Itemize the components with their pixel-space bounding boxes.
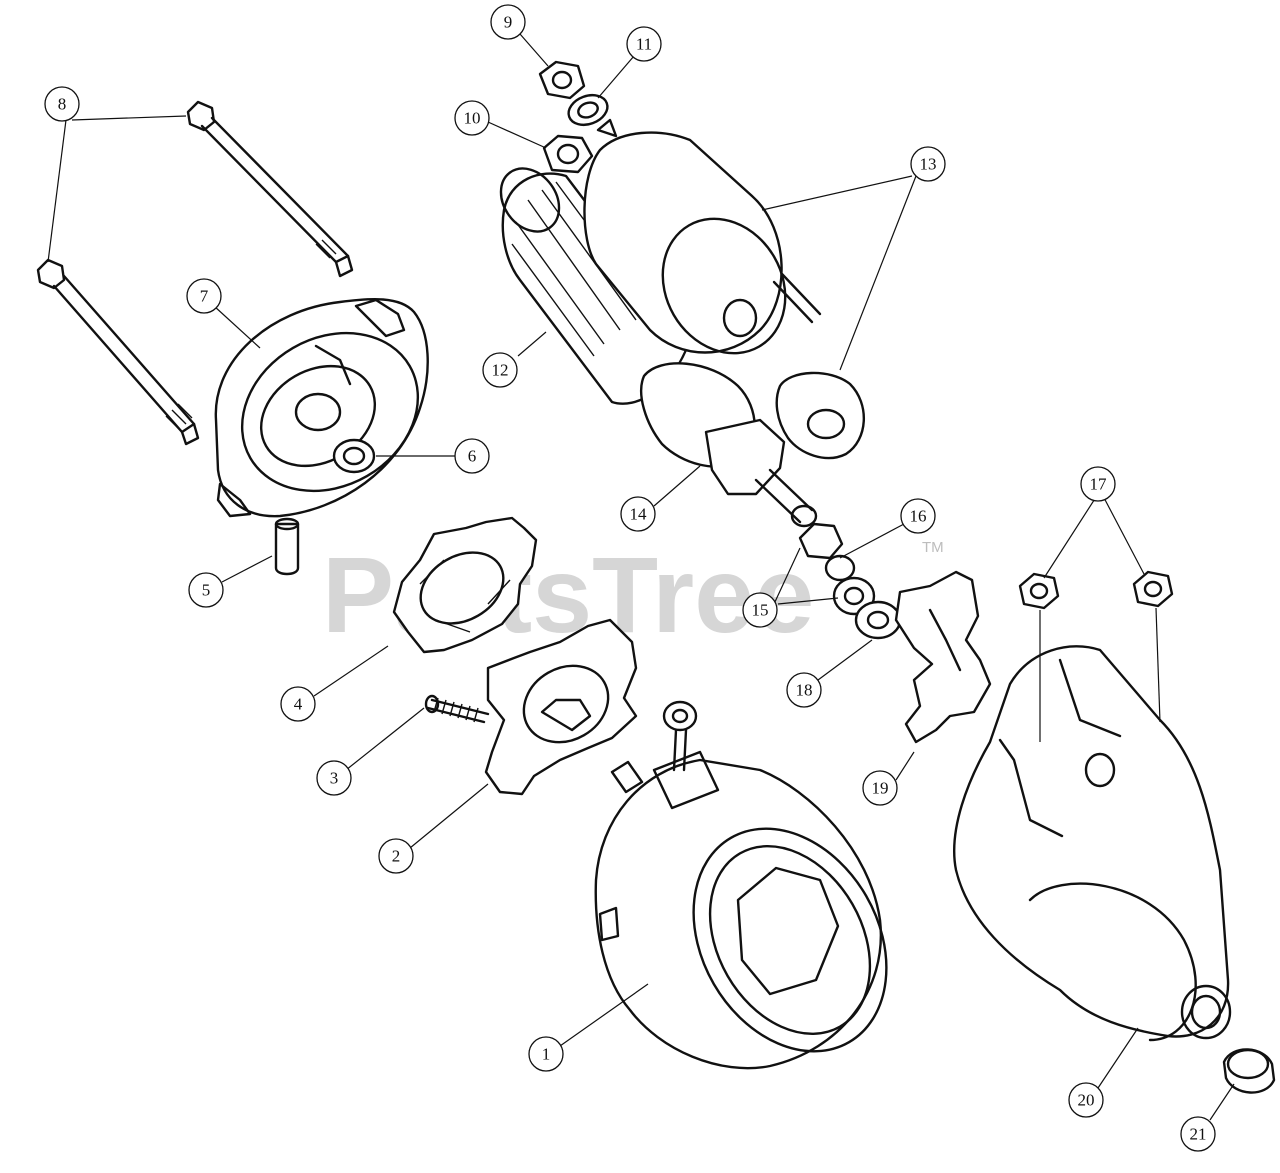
watermark-trademark: TM xyxy=(922,539,944,556)
svg-text:10: 10 xyxy=(464,109,481,128)
callout-11[interactable]: 11 xyxy=(626,26,662,62)
callout-10[interactable]: 10 xyxy=(454,100,490,136)
callout-21[interactable]: 21 xyxy=(1180,1116,1216,1152)
svg-text:14: 14 xyxy=(630,505,648,524)
svg-text:4: 4 xyxy=(294,695,303,714)
callout-9[interactable]: 9 xyxy=(490,4,526,40)
svg-text:6: 6 xyxy=(468,447,477,466)
svg-text:15: 15 xyxy=(752,601,769,620)
leader-lines xyxy=(47,33,1235,1121)
svg-text:20: 20 xyxy=(1078,1091,1095,1110)
callout-3[interactable]: 3 xyxy=(316,760,352,796)
part-7-end-cover[interactable] xyxy=(213,297,446,522)
callout-16[interactable]: 16 xyxy=(900,498,936,534)
callout-17[interactable]: 17 xyxy=(1080,466,1116,502)
callout-5[interactable]: 5 xyxy=(188,572,224,608)
callout-19[interactable]: 19 xyxy=(862,770,898,806)
svg-text:17: 17 xyxy=(1090,475,1108,494)
svg-text:8: 8 xyxy=(58,95,67,114)
callout-2[interactable]: 2 xyxy=(378,838,414,874)
svg-text:3: 3 xyxy=(330,769,339,788)
callout-1[interactable]: 1 xyxy=(528,1036,564,1072)
part-5-pin[interactable] xyxy=(274,517,300,576)
part-13-solenoid[interactable] xyxy=(583,118,865,460)
part-9-nut[interactable] xyxy=(538,60,586,100)
part-17-nuts[interactable] xyxy=(1018,570,1174,610)
svg-text:11: 11 xyxy=(636,35,652,54)
callout-15[interactable]: 15 xyxy=(742,592,778,628)
svg-text:12: 12 xyxy=(492,361,509,380)
svg-text:19: 19 xyxy=(872,779,889,798)
callout-12[interactable]: 12 xyxy=(482,352,518,388)
svg-text:13: 13 xyxy=(920,155,937,174)
part-2-brush-holder[interactable] xyxy=(484,618,638,796)
part-19-shift-lever[interactable] xyxy=(894,570,992,744)
callout-4[interactable]: 4 xyxy=(280,686,316,722)
callout-8[interactable]: 8 xyxy=(44,86,80,122)
callouts: 1 2 3 4 5 6 7 8 9 10 11 12 13 14 15 16 1… xyxy=(44,4,1216,1152)
part-3-spring[interactable] xyxy=(424,694,490,724)
svg-text:21: 21 xyxy=(1190,1125,1207,1144)
svg-text:18: 18 xyxy=(796,681,813,700)
svg-text:2: 2 xyxy=(392,847,401,866)
svg-text:7: 7 xyxy=(200,287,209,306)
svg-text:5: 5 xyxy=(202,581,211,600)
part-20-drive-housing[interactable] xyxy=(953,645,1232,1042)
part-4-brush-plate[interactable] xyxy=(392,516,538,654)
svg-text:9: 9 xyxy=(504,13,513,32)
callout-13[interactable]: 13 xyxy=(910,146,946,182)
part-10-nut[interactable] xyxy=(542,134,594,174)
callout-20[interactable]: 20 xyxy=(1068,1082,1104,1118)
part-21-bushing[interactable] xyxy=(1222,1048,1276,1094)
part-6-bushing[interactable] xyxy=(332,438,376,474)
callout-6[interactable]: 6 xyxy=(454,438,490,474)
svg-text:16: 16 xyxy=(910,507,927,526)
callout-14[interactable]: 14 xyxy=(620,496,656,532)
callout-18[interactable]: 18 xyxy=(786,672,822,708)
part-16-retaining-ring[interactable] xyxy=(824,554,856,582)
callout-7[interactable]: 7 xyxy=(186,278,222,314)
part-18-thrust-washer[interactable] xyxy=(854,600,902,640)
part-14-drive-pinion[interactable] xyxy=(640,362,818,528)
part-1-yoke-housing[interactable] xyxy=(594,700,925,1086)
svg-text:1: 1 xyxy=(542,1045,551,1064)
part-11-washer[interactable] xyxy=(564,90,611,130)
